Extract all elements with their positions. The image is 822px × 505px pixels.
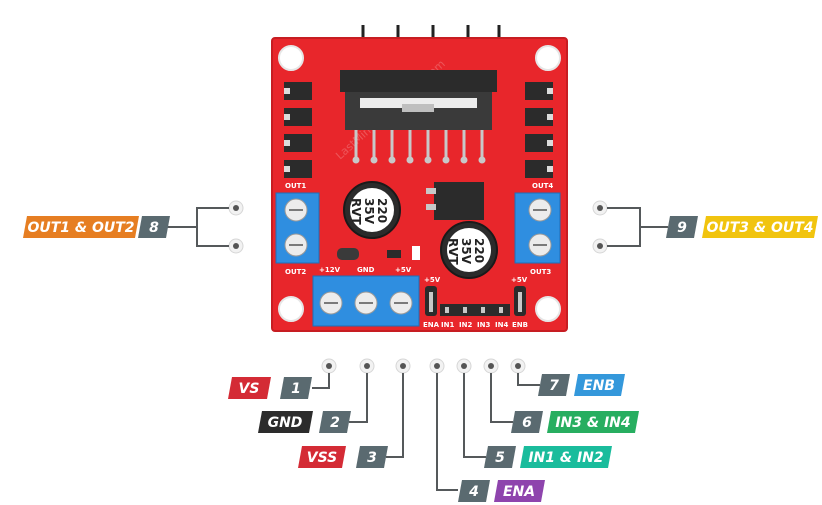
- silk-5v-left: +5V: [424, 276, 441, 284]
- silk-in1: IN1: [441, 321, 454, 329]
- led: [412, 246, 420, 260]
- silk-gnd: GND: [357, 266, 375, 274]
- callout-in3-in4-number: 6: [522, 415, 532, 431]
- silk-out2: OUT2: [285, 268, 306, 276]
- silk-in2: IN2: [459, 321, 472, 329]
- jumper-12v: [337, 248, 359, 260]
- silk-5v: +5V: [395, 266, 412, 274]
- silk-ena: ENA: [423, 321, 440, 329]
- callout-ena-label: ENA: [503, 484, 535, 500]
- capacitor-left: 220 35V RVT: [343, 181, 401, 239]
- callout-vs-number: 1: [291, 381, 301, 397]
- silk-12v: +12V: [319, 266, 341, 274]
- callout-vs: VS 1: [228, 377, 312, 399]
- callout-enb-label: ENB: [583, 378, 615, 394]
- output-pins-left: [166, 200, 244, 254]
- callout-out1-out2-number: 8: [149, 220, 159, 236]
- cap-right-line2: 35V: [459, 238, 473, 265]
- callout-in1-in2-number: 5: [495, 450, 505, 466]
- callout-vss-label: VSS: [307, 450, 338, 466]
- capacitor-right: 220 35V RVT: [440, 221, 498, 279]
- callout-in1-in2: 5 IN1 & IN2: [484, 446, 612, 468]
- silk-in3: IN3: [477, 321, 490, 329]
- callout-in1-in2-label: IN1 & IN2: [528, 450, 603, 466]
- l298n-chip: [340, 70, 497, 164]
- cap-left-line3: RVT: [349, 198, 363, 226]
- callout-vss-number: 3: [367, 450, 377, 466]
- mounting-holes: [278, 45, 561, 322]
- cap-left-line1: 220: [375, 198, 389, 223]
- output-pins-right: [592, 200, 668, 254]
- bottom-pins: [312, 358, 540, 491]
- silk-enb: ENB: [512, 321, 528, 329]
- terminal-out1-out2: [275, 192, 320, 264]
- silk-5v-right: +5V: [511, 276, 528, 284]
- diodes-left: [284, 82, 312, 178]
- callout-vss: VSS 3: [298, 446, 388, 468]
- callout-ena-number: 4: [468, 484, 479, 500]
- cap-left-line2: 35V: [362, 198, 376, 225]
- callout-gnd: GND 2: [258, 411, 351, 433]
- silk-out3: OUT3: [530, 268, 551, 276]
- silk-out1: OUT1: [285, 182, 306, 190]
- callout-enb: 7 ENB: [538, 374, 625, 396]
- silk-in4: IN4: [495, 321, 508, 329]
- callout-enb-number: 7: [549, 378, 559, 394]
- callout-out1-out2-label: OUT1 & OUT2: [27, 220, 134, 236]
- callout-vs-label: VS: [239, 381, 260, 397]
- terminal-power: [312, 275, 420, 327]
- diodes-right: [525, 82, 553, 178]
- callout-gnd-label: GND: [268, 415, 303, 431]
- cap-right-line1: 220: [472, 238, 486, 263]
- l298n-board: LastMinuteEngineers.com: [271, 25, 568, 332]
- voltage-regulator: [426, 182, 484, 220]
- callout-out3-out4-label: OUT3 & OUT4: [706, 220, 813, 236]
- callout-ena: 4 ENA: [458, 480, 545, 502]
- callout-out3-out4-number: 9: [677, 220, 687, 236]
- silk-out4: OUT4: [532, 182, 553, 190]
- callout-gnd-number: 2: [330, 415, 340, 431]
- callout-out3-out4: 9 OUT3 & OUT4: [666, 216, 818, 238]
- callout-out1-out2: OUT1 & OUT2 8: [23, 216, 170, 238]
- cap-right-line3: RVT: [446, 238, 460, 266]
- terminal-out3-out4: [514, 192, 561, 264]
- callout-in3-in4: 6 IN3 & IN4: [511, 411, 639, 433]
- control-header: [425, 286, 526, 316]
- callout-in3-in4-label: IN3 & IN4: [555, 415, 630, 431]
- smd-resistor: [387, 250, 401, 258]
